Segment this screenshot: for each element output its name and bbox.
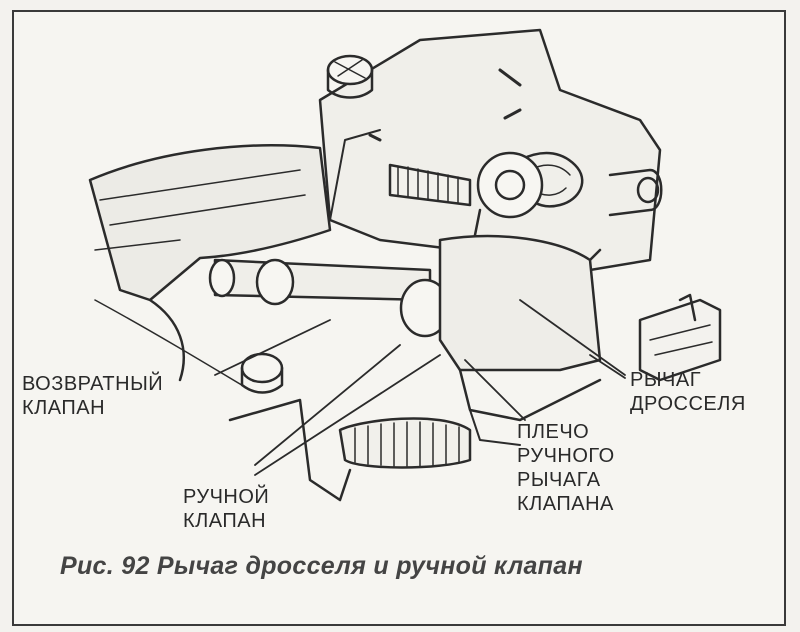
label-return-valve: ВОЗВРАТНЫЙ КЛАПАН xyxy=(22,373,164,419)
label-manual-valve: РУЧНОЙ КЛАПАН xyxy=(183,486,270,532)
leader-lines xyxy=(214,299,626,476)
label-manual-valve-lever-arm: ПЛЕЧО РУЧНОГО РЫЧАГА КЛАПАНА xyxy=(517,421,615,515)
figure-caption: Рис. 92 Рычаг дросселя и ручной клапан xyxy=(60,552,583,580)
return-spring xyxy=(228,398,472,502)
label-throttle-lever: РЫЧАГ ДРОССЕЛЯ xyxy=(630,369,746,415)
mounting-stud xyxy=(608,168,663,217)
valve-body-housing xyxy=(88,144,332,391)
threaded-adjuster xyxy=(388,163,472,207)
cable-bracket xyxy=(638,293,722,382)
return-valve-nut xyxy=(240,352,284,394)
manual-lever-body xyxy=(438,234,602,446)
top-bolt xyxy=(326,54,374,99)
bracket-plate xyxy=(318,28,662,277)
